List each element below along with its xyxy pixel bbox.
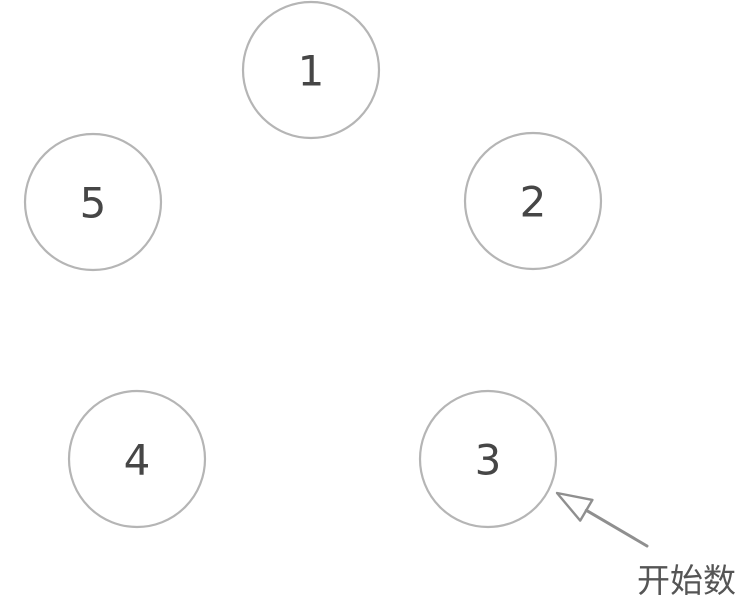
node-5-circle[interactable]: [23, 132, 163, 272]
annotation-label: 开始数: [637, 561, 736, 600]
annotation-arrow-head-icon: [555, 491, 594, 522]
annotation-arrow-shaft: [584, 508, 649, 548]
start-annotation: 开始数: [555, 491, 736, 600]
node-1[interactable]: 1: [241, 0, 381, 140]
node-1-label: 1: [298, 47, 325, 96]
node-2-label: 2: [520, 178, 547, 227]
node-5-label: 5: [80, 179, 107, 228]
node-3[interactable]: 3: [418, 389, 558, 529]
node-2-circle[interactable]: [463, 131, 603, 271]
node-4-label: 4: [124, 436, 151, 485]
node-5[interactable]: 5: [23, 132, 163, 272]
node-3-label: 3: [475, 436, 502, 485]
node-2[interactable]: 2: [463, 131, 603, 271]
node-3-circle[interactable]: [418, 389, 558, 529]
node-1-circle[interactable]: [241, 0, 381, 140]
node-4-circle[interactable]: [67, 389, 207, 529]
node-4[interactable]: 4: [67, 389, 207, 529]
